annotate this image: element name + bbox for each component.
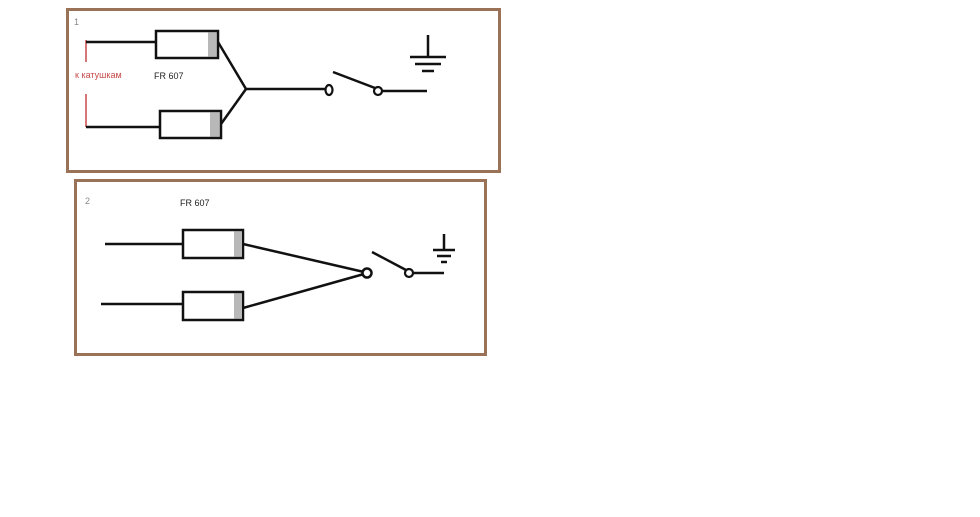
schematic-1 xyxy=(85,29,446,140)
ground-icon xyxy=(433,234,455,264)
wire xyxy=(242,242,365,274)
diode-label: FR 607 xyxy=(180,198,210,208)
panel-number: 2 xyxy=(85,196,91,206)
wire xyxy=(219,88,248,125)
diode xyxy=(181,228,245,260)
switch xyxy=(324,70,427,97)
schematic-panel-2: 2 FR 607 xyxy=(74,179,487,356)
coil-label: к катушкам xyxy=(75,70,122,80)
schematic-panel-1: 1 FR 607 к катушкам xyxy=(66,8,501,173)
ground-icon xyxy=(410,35,446,73)
panel-number: 1 xyxy=(74,17,80,27)
wire xyxy=(242,272,365,310)
diode-label: FR 607 xyxy=(154,71,184,81)
switch xyxy=(361,250,444,279)
schematic-2 xyxy=(101,228,455,322)
diode xyxy=(154,29,220,60)
wire xyxy=(216,41,248,90)
diode xyxy=(158,109,223,140)
diode xyxy=(181,290,245,322)
